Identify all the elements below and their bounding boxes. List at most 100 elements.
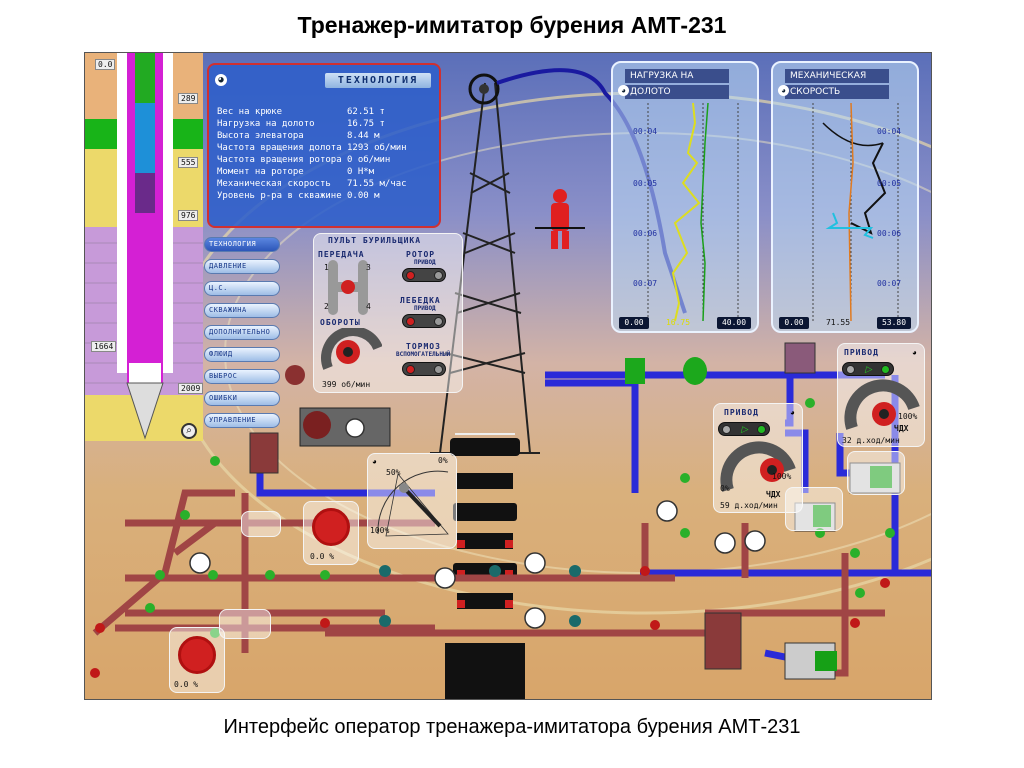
trend-menu-icon[interactable]: ◕ (778, 85, 789, 96)
gauge-menu-icon[interactable]: ◕ (372, 457, 377, 466)
drive-switch[interactable]: ▷ (842, 362, 894, 376)
tech-value: 0.00 м (347, 191, 380, 201)
pump-drive-panel-right: ПРИВОД ◕ ▷ 100% ЧДХ 32 д.ход/мин (837, 343, 925, 447)
menu-control[interactable]: УПРАВЛЕНИЕ (204, 413, 280, 428)
time-tick: 00:04 (633, 127, 658, 136)
menu-errors[interactable]: ОШИБКИ (204, 391, 280, 406)
zoom-icon[interactable]: ⌕ (181, 423, 197, 439)
valve-handwheel-bottom: 0.0 % (169, 627, 225, 693)
panel-menu-icon[interactable]: ◕ (215, 74, 227, 86)
choke-0: 0% (438, 456, 448, 465)
tech-label: Механическая скорость (217, 179, 331, 189)
menu-fluid[interactable]: ФЛЮИД (204, 347, 280, 362)
pipe-valve-frame[interactable] (241, 511, 281, 537)
brake-sub-label: ВСПОМОГАТЕЛЬНЫЙ (396, 351, 451, 358)
winch-switch[interactable] (402, 314, 446, 328)
rpm-knob[interactable] (320, 328, 382, 374)
depth-mark: 0.0 (95, 59, 116, 70)
tech-label: Вес на крюке (217, 107, 283, 117)
trend-min: 0.00 (779, 317, 809, 329)
trend-current: 71.55 (825, 318, 851, 327)
drive-title: ПРИВОД (724, 408, 759, 417)
drive-zero: 0% (720, 484, 730, 493)
choke-gauge: ◕ 50% 0% 100% (367, 453, 457, 549)
tech-value: 0 об/мин (347, 155, 391, 165)
drive-speed-knob[interactable] (718, 440, 800, 496)
menu-technology[interactable]: ТЕХНОЛОГИЯ (204, 237, 280, 252)
trend-title: ДОЛОТО (625, 85, 729, 99)
time-tick: 00:07 (633, 279, 658, 288)
tank (249, 432, 279, 474)
gear-1: 1 (324, 263, 329, 272)
tech-label: Частота вращения долота (217, 143, 342, 153)
rpm-value: 399 об/мин (322, 380, 371, 389)
tech-value: 62.51 т (347, 107, 385, 117)
drive-menu-icon[interactable]: ◕ (790, 408, 795, 417)
trend-rop: МЕХАНИЧЕСКАЯ СКОРОСТЬ ◕ 00:04 00:05 00:0… (771, 61, 919, 333)
valve-handwheel-top: 0.0 % (303, 501, 359, 565)
gear-2: 2 (324, 302, 329, 311)
gear-shifter[interactable] (318, 260, 378, 315)
worker-figure (551, 189, 569, 249)
rig-scene (90, 68, 931, 699)
time-tick: 00:05 (877, 179, 902, 188)
tech-label: Нагрузка на долото (217, 119, 315, 129)
load-trend-lines (647, 102, 739, 322)
drive-menu-icon[interactable]: ◕ (912, 348, 917, 357)
trend-menu-icon[interactable]: ◕ (618, 85, 629, 96)
valve-value: 0.0 % (174, 680, 199, 689)
handwheel-icon[interactable] (312, 508, 350, 546)
trend-max: 40.00 (717, 317, 751, 329)
tech-label: Уровень р-ра в скважине (217, 191, 342, 201)
pump-frame[interactable] (847, 451, 905, 495)
valve-value: 0.0 % (310, 552, 335, 561)
winch-drive-label: ПРИВОД (414, 305, 436, 312)
brake-switch[interactable] (402, 362, 446, 376)
rop-trend-lines (812, 102, 899, 322)
pipe-valve-frame[interactable] (219, 609, 271, 639)
drive-title: ПРИВОД (844, 348, 879, 357)
tech-label: Частота вращения ротора (217, 155, 342, 165)
rotor-switch[interactable] (402, 268, 446, 282)
gear-4: 4 (366, 302, 371, 311)
depth-mark: 976 (178, 210, 199, 221)
depth-mark: 1664 (91, 341, 117, 352)
menu-additional[interactable]: ДОПОЛНИТЕЛЬНО (204, 325, 280, 340)
menu-pressure[interactable]: ДАВЛЕНИЕ (204, 259, 280, 274)
well-column (85, 53, 203, 441)
tech-value: 0 Н*м (347, 167, 375, 177)
tank-bottom (704, 612, 742, 670)
winch-label: ЛЕБЕДКА (400, 296, 441, 305)
trend-min: 0.00 (619, 317, 649, 329)
rotor-drive-label: ПРИВОД (414, 259, 436, 266)
handwheel-icon[interactable] (178, 636, 216, 674)
trend-max: 53.80 (877, 317, 911, 329)
drive-mode: ЧДХ (766, 490, 781, 499)
menu-well[interactable]: СКВАЖИНА (204, 303, 280, 318)
time-tick: 00:06 (633, 229, 658, 238)
trend-title: СКОРОСТЬ (785, 85, 889, 99)
trend-load-on-bit: НАГРУЗКА НА ДОЛОТО ◕ 00:04 00:05 00:06 0… (611, 61, 759, 333)
gear-3: 3 (366, 263, 371, 272)
menu-circulation[interactable]: Ц.С. (204, 281, 280, 296)
trend-current: 16.75 (665, 318, 691, 327)
menu-blowout[interactable]: ВЫБРОС (204, 369, 280, 384)
rpm-label: ОБОРОТЫ (320, 318, 361, 327)
driller-title: ПУЛЬТ БУРИЛЬЩИКА (328, 236, 422, 245)
drive-switch[interactable]: ▷ (718, 422, 770, 436)
time-tick: 00:05 (633, 179, 658, 188)
tech-label: Высота элеватора (217, 131, 304, 141)
technology-title: ТЕХНОЛОГИЯ (325, 73, 431, 88)
slide-title: Тренажер-имитатор бурения АМТ-231 (297, 12, 727, 38)
pump-frame[interactable] (785, 487, 843, 531)
driller-console: ПУЛЬТ БУРИЛЬЩИКА ПЕРЕДАЧА 1 2 3 4 ОБОРОТ… (313, 233, 463, 393)
drive-full: 100% (898, 412, 918, 421)
tech-label: Момент на роторе (217, 167, 304, 177)
depth-mark: 555 (178, 157, 199, 168)
drive-value: 32 д.ход/мин (842, 436, 900, 445)
tech-value: 16.75 т (347, 119, 385, 129)
choke-100: 100% (370, 526, 390, 535)
choke-dial[interactable] (368, 454, 458, 550)
drive-full: 100% (772, 472, 792, 481)
drive-speed-knob[interactable] (842, 378, 922, 432)
